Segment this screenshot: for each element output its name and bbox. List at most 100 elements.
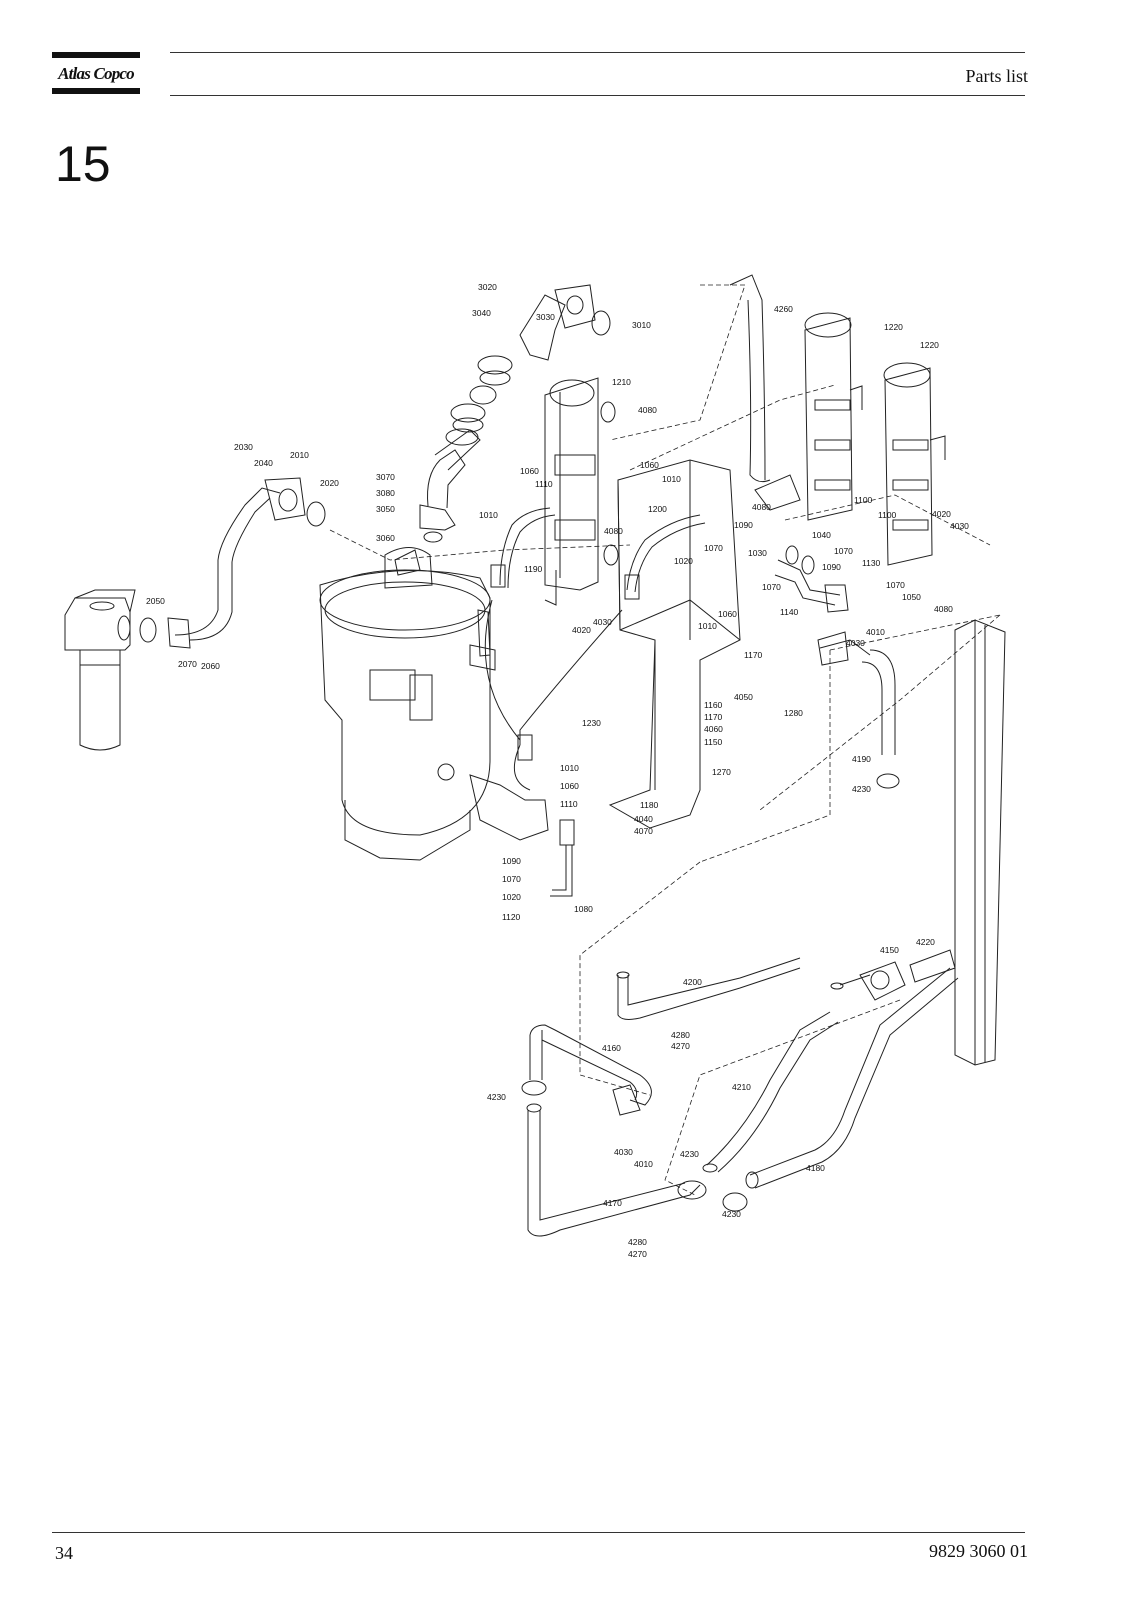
callout-1030: 1030 (748, 548, 767, 558)
callout-1270: 1270 (712, 767, 731, 777)
callout-1050: 1050 (902, 592, 921, 602)
callout-1010: 1010 (662, 474, 681, 484)
callout-4260: 4260 (774, 304, 793, 314)
callout-4150: 4150 (880, 945, 899, 955)
callout-3070: 3070 (376, 472, 395, 482)
callout-1060: 1060 (560, 781, 579, 791)
callout-1090: 1090 (734, 520, 753, 530)
callout-2070: 2070 (178, 659, 197, 669)
callout-4230: 4230 (487, 1092, 506, 1102)
callout-1230: 1230 (582, 718, 601, 728)
callout-2050: 2050 (146, 596, 165, 606)
elbow-1140 (774, 545, 849, 613)
footer-rule (52, 1532, 1025, 1533)
callout-4040: 4040 (634, 814, 653, 824)
callout-2040: 2040 (254, 458, 273, 468)
document-number: 9829 3060 01 (929, 1541, 1028, 1561)
callout-1010: 1010 (479, 510, 498, 520)
callout-1170: 1170 (704, 712, 723, 722)
logo-bottom-bar (52, 88, 140, 94)
pipe-4260 (729, 274, 801, 511)
frame-rail (954, 619, 1006, 1066)
callout-4080: 4080 (638, 405, 657, 415)
callout-1010: 1010 (560, 763, 579, 773)
callout-1100: 1100 (854, 495, 873, 505)
callout-1200: 1200 (648, 504, 667, 514)
callout-1080: 1080 (574, 904, 593, 914)
callout-2060: 2060 (201, 661, 220, 671)
page-number: 34 (55, 1543, 73, 1563)
callout-4230: 4230 (722, 1209, 741, 1219)
lower-clamps (677, 1180, 748, 1212)
callout-4230: 4230 (852, 784, 871, 794)
cooler-1220-b (883, 362, 946, 566)
cooler-1210 (544, 377, 619, 606)
callout-2030: 2030 (234, 442, 253, 452)
callout-1210: 1210 (612, 377, 631, 387)
callout-4160: 4160 (602, 1043, 621, 1053)
callout-4010: 4010 (866, 627, 885, 637)
callout-4050: 4050 (734, 692, 753, 702)
callout-1060: 1060 (640, 460, 659, 470)
callout-1070: 1070 (834, 546, 853, 556)
callout-1070: 1070 (502, 874, 521, 884)
callout-4280: 4280 (628, 1237, 647, 1247)
callout-1170: 1170 (744, 650, 763, 660)
callout-4030: 4030 (950, 521, 969, 531)
callout-1220: 1220 (884, 322, 903, 332)
callout-1020: 1020 (502, 892, 521, 902)
header-title: Parts list (965, 66, 1028, 86)
pipe-4210 (702, 1011, 839, 1173)
pipe-2010 (139, 477, 326, 649)
callout-3040: 3040 (472, 308, 491, 318)
support-stand-1230 (608, 459, 741, 829)
callout-4230: 4230 (680, 1149, 699, 1159)
callout-4020: 4020 (932, 509, 951, 519)
callout-1180: 1180 (640, 800, 659, 810)
callout-1010: 1010 (698, 621, 717, 631)
pipe-4160 (529, 1024, 652, 1116)
callout-1160: 1160 (704, 700, 723, 710)
header-top-rule (170, 52, 1025, 53)
callout-1110: 1110 (560, 799, 578, 809)
callout-4030: 4030 (593, 617, 612, 627)
callout-4200: 4200 (683, 977, 702, 987)
elbow-3050 (419, 429, 481, 543)
pipe-4200 (616, 957, 801, 1020)
cooler-1220-a (804, 312, 863, 521)
callout-4170: 4170 (603, 1198, 622, 1208)
elbow-3030 (519, 284, 611, 361)
callout-3050: 3050 (376, 504, 395, 514)
callout-4070: 4070 (634, 826, 653, 836)
callout-4270: 4270 (628, 1249, 647, 1259)
callout-2010: 2010 (290, 450, 309, 460)
callout-1280: 1280 (784, 708, 803, 718)
callout-1220: 1220 (920, 340, 939, 350)
callout-4190: 4190 (852, 754, 871, 764)
filter-housing (64, 589, 136, 751)
callout-1070: 1070 (886, 580, 905, 590)
valve-4150 (830, 949, 956, 1001)
callout-1130: 1130 (862, 558, 881, 568)
callout-4060: 4060 (704, 724, 723, 734)
pipe-4190 (817, 631, 900, 789)
callout-4080: 4080 (934, 604, 953, 614)
callout-4220: 4220 (916, 937, 935, 947)
pipe-4180 (745, 967, 959, 1189)
callout-4280: 4280 (671, 1030, 690, 1040)
callout-1100: 1100 (878, 510, 897, 520)
callout-3080: 3080 (376, 488, 395, 498)
callout-1060: 1060 (520, 466, 539, 476)
callout-4030: 4030 (614, 1147, 633, 1157)
callout-3060: 3060 (376, 533, 395, 543)
hoses (484, 507, 706, 897)
separator-vessel (319, 547, 549, 861)
callout-1090: 1090 (502, 856, 521, 866)
callout-4080: 4080 (752, 502, 771, 512)
callout-4010: 4010 (634, 1159, 653, 1169)
callout-4020: 4020 (572, 625, 591, 635)
callout-4210: 4210 (732, 1082, 751, 1092)
clamps-upper (445, 355, 513, 446)
callout-2020: 2020 (320, 478, 339, 488)
